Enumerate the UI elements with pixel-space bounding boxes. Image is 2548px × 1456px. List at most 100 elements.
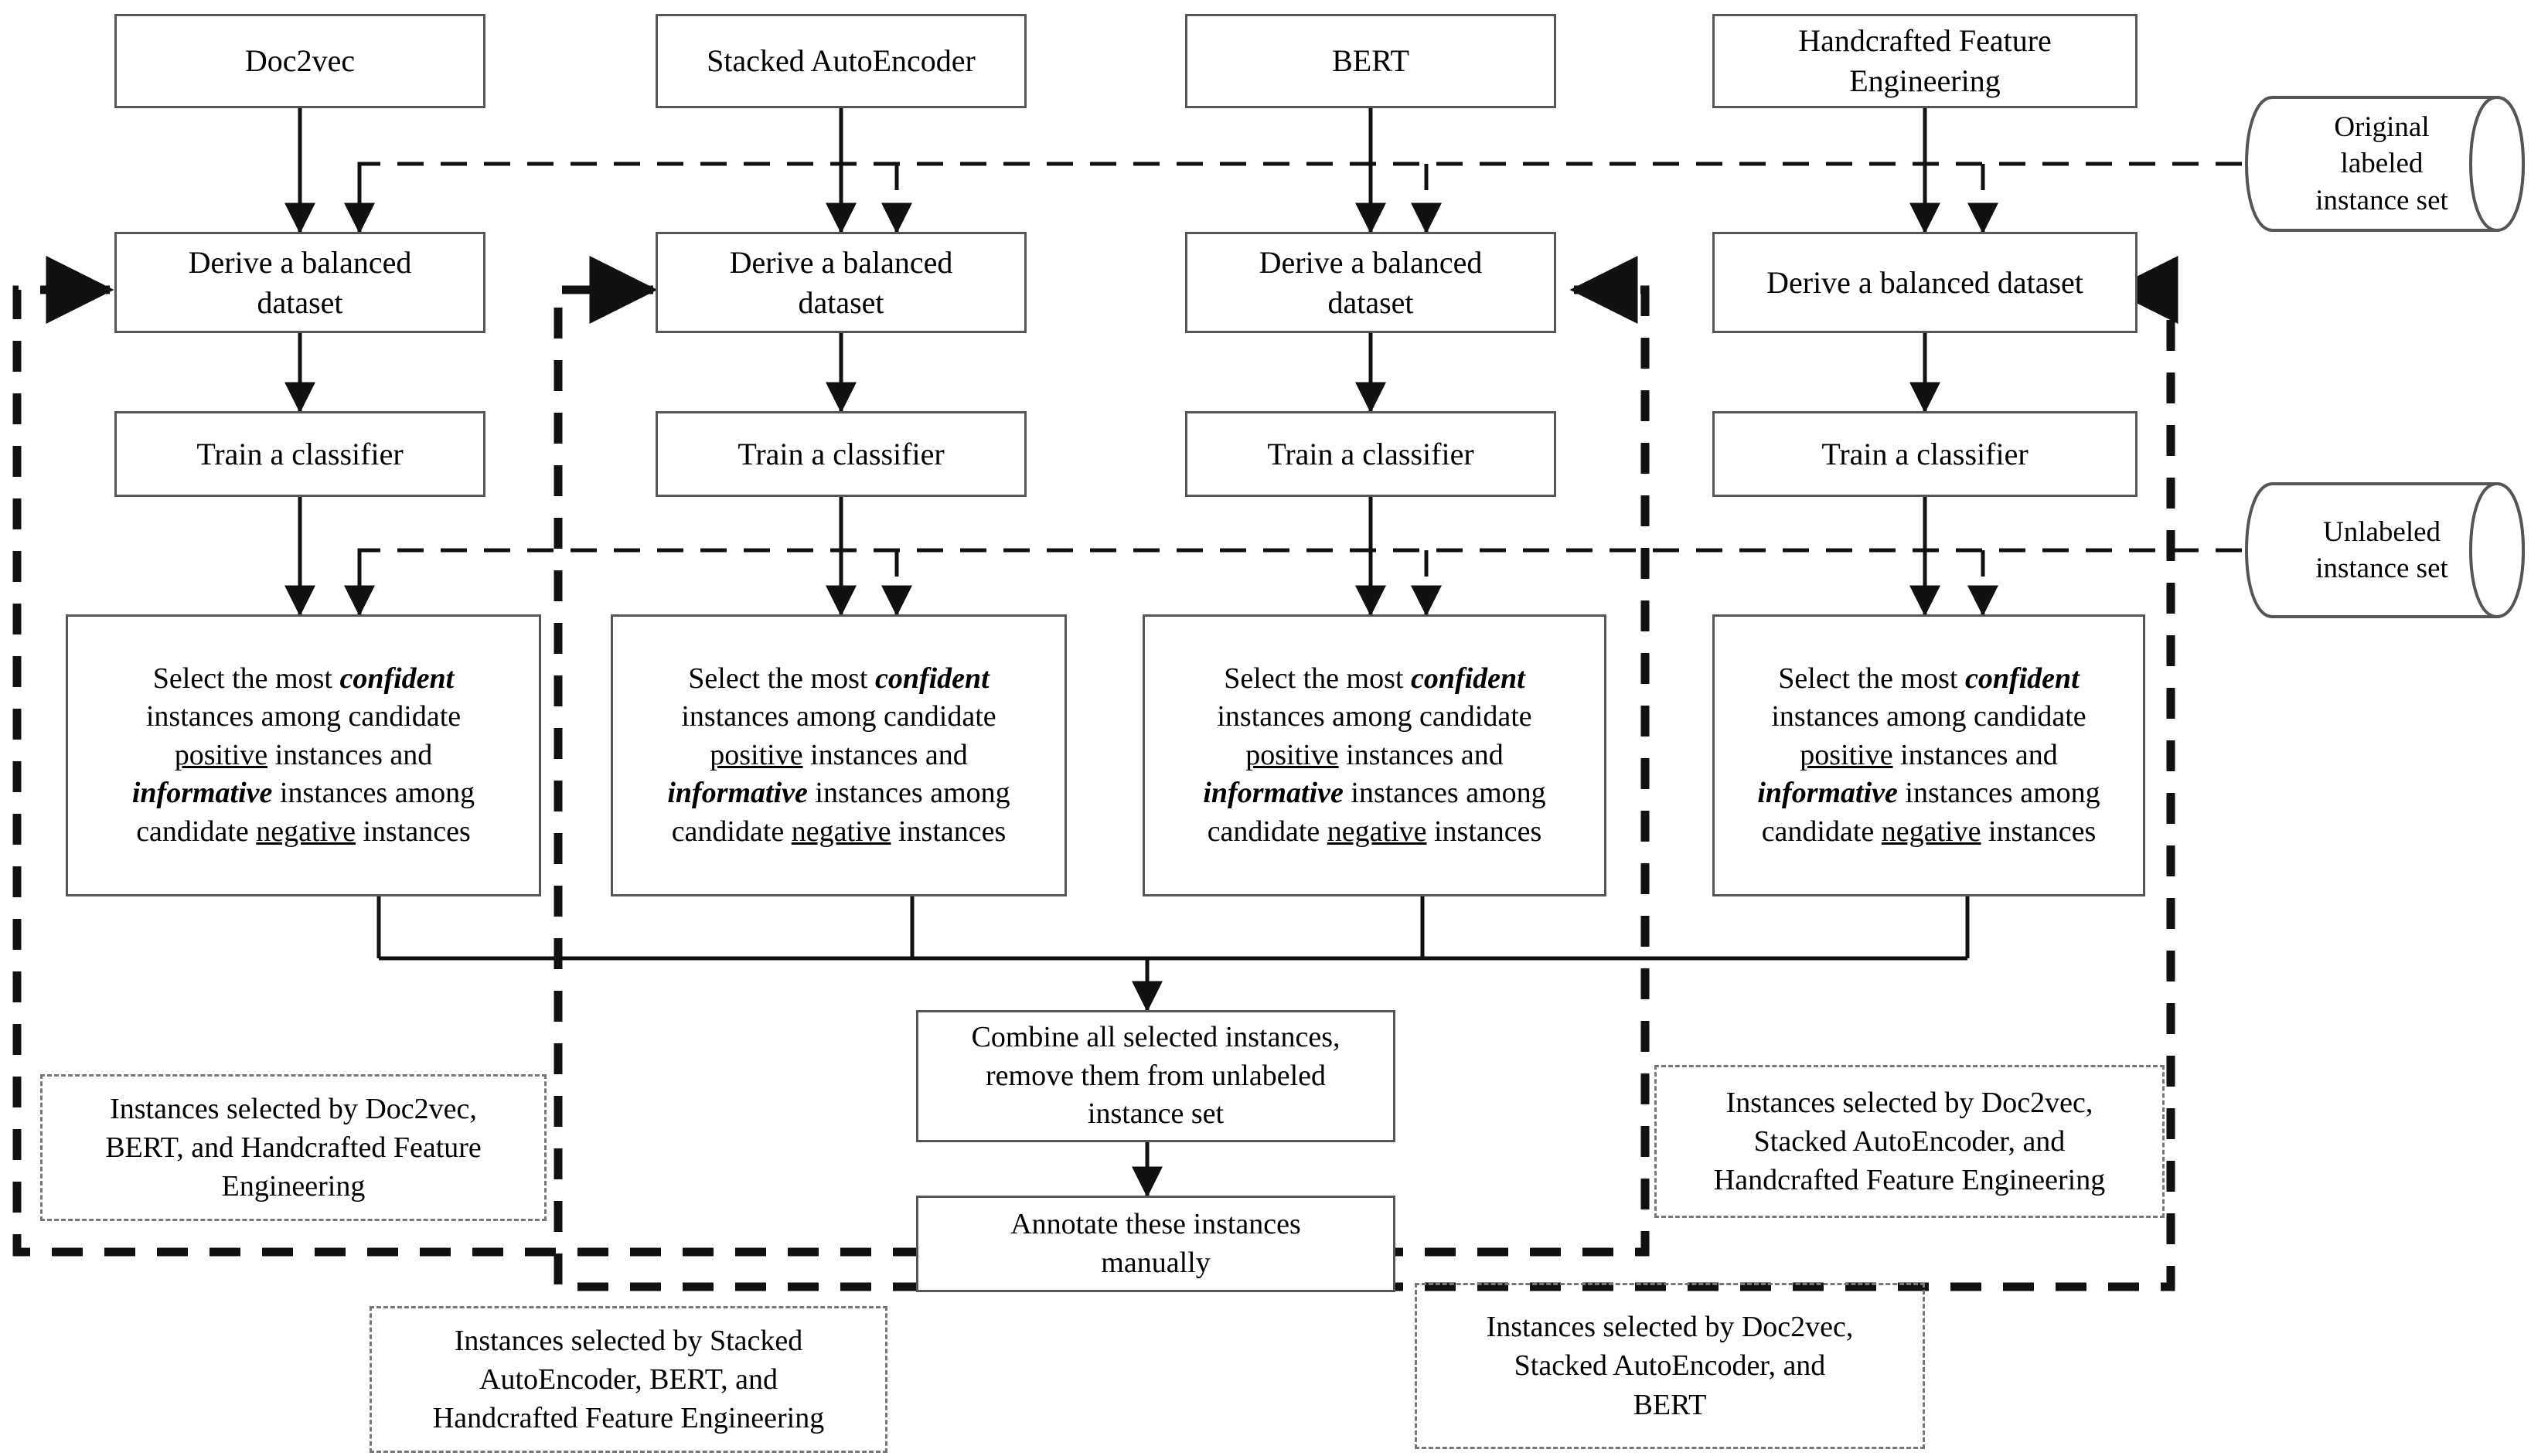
select-l5c: instances xyxy=(891,815,1007,848)
select-l5c: instances xyxy=(1981,815,2097,848)
select-confident-emphasis: confident xyxy=(1410,662,1525,696)
select-l5c: instances xyxy=(356,815,471,848)
select-negative-underline: negative xyxy=(1327,815,1427,848)
view-box-bert-label: BERT xyxy=(1332,43,1409,78)
derive-label-line2: dataset xyxy=(257,284,343,320)
select-l1a: Select the most xyxy=(688,662,875,696)
select-instances-stacked-autoencoder[interactable]: Select the most confident instances amon… xyxy=(611,614,1067,896)
caption-right-line3: Handcrafted Feature Engineering xyxy=(1713,1164,2106,1197)
select-l4b: instances among xyxy=(1343,777,1546,810)
select-l3b: instances and xyxy=(1892,738,2058,771)
select-instances-handcrafted[interactable]: Select the most confident instances amon… xyxy=(1712,614,2145,896)
derive-label-line1: Derive a balanced xyxy=(1259,244,1483,280)
derive-balanced-dataset-doc2vec[interactable]: Derive a balanced dataset xyxy=(114,232,485,333)
derive-label-line2: dataset xyxy=(1327,284,1414,320)
select-l5a: candidate xyxy=(671,815,792,848)
datastore-original-labeled-instance-set[interactable]: Original labeled instance set xyxy=(2242,94,2528,233)
select-negative-underline: negative xyxy=(791,815,891,848)
train-classifier-handcrafted[interactable]: Train a classifier xyxy=(1712,411,2138,497)
cylinder-shape-original xyxy=(2244,95,2526,233)
caption-left-line2: BERT, and Handcrafted Feature xyxy=(105,1131,482,1164)
select-negative-underline: negative xyxy=(256,815,356,848)
select-positive-underline: positive xyxy=(710,738,803,771)
train-classifier-stacked-autoencoder[interactable]: Train a classifier xyxy=(656,411,1027,497)
select-instances-bert[interactable]: Select the most confident instances amon… xyxy=(1143,614,1606,896)
derive-balanced-dataset-handcrafted[interactable]: Derive a balanced dataset xyxy=(1712,232,2138,333)
select-l3b: instances and xyxy=(1338,738,1504,771)
select-l1a: Select the most xyxy=(1224,662,1411,696)
select-positive-underline: positive xyxy=(174,738,268,771)
select-l2: instances among candidate xyxy=(1217,700,1532,733)
select-l3b: instances and xyxy=(802,738,968,771)
datastore-original-line3: instance set xyxy=(2315,184,2448,216)
caption-right-line1: Instances selected by Doc2vec, xyxy=(1725,1086,2093,1119)
select-negative-underline: negative xyxy=(1881,815,1981,848)
derive-label-line1: Derive a balanced xyxy=(729,244,953,280)
view-box-doc2vec[interactable]: Doc2vec xyxy=(114,14,485,108)
select-informative-emphasis: informative xyxy=(1757,777,1898,810)
annotate-line1: Annotate these instances xyxy=(1010,1208,1301,1241)
caption-right-line2: Stacked AutoEncoder, and xyxy=(1753,1124,2066,1158)
select-confident-emphasis: confident xyxy=(874,662,990,696)
caption-bottom-left-line3: Handcrafted Feature Engineering xyxy=(432,1402,825,1435)
caption-bottom-right-line2: Stacked AutoEncoder, and xyxy=(1514,1349,1826,1383)
select-informative-emphasis: informative xyxy=(131,777,273,810)
datastore-original-label: Original labeled instance set xyxy=(2242,94,2528,233)
select-l1a: Select the most xyxy=(1778,662,1965,696)
train-label: Train a classifier xyxy=(1267,436,1474,471)
train-label: Train a classifier xyxy=(1821,436,2029,471)
combine-selected-instances-box[interactable]: Combine all selected instances, remove t… xyxy=(916,1010,1395,1142)
caption-box-bottom-left-sae-bert-hfe: Instances selected by Stacked AutoEncode… xyxy=(370,1306,887,1453)
train-label: Train a classifier xyxy=(737,436,945,471)
derive-label-line2: dataset xyxy=(798,284,884,320)
select-positive-underline: positive xyxy=(1245,738,1339,771)
select-l4b: instances among xyxy=(272,777,475,810)
caption-bottom-right-line1: Instances selected by Doc2vec, xyxy=(1486,1311,1854,1344)
select-l2: instances among candidate xyxy=(145,700,462,733)
select-positive-underline: positive xyxy=(1800,738,1893,771)
caption-left-line1: Instances selected by Doc2vec, xyxy=(110,1092,477,1125)
caption-left-line3: Engineering xyxy=(221,1170,366,1203)
derive-balanced-dataset-bert[interactable]: Derive a balanced dataset xyxy=(1185,232,1556,333)
train-classifier-doc2vec[interactable]: Train a classifier xyxy=(114,411,485,497)
select-l2: instances among candidate xyxy=(681,700,996,733)
caption-bottom-left-line1: Instances selected by Stacked xyxy=(454,1324,803,1357)
derive-label-line1: Derive a balanced xyxy=(188,244,412,280)
datastore-unlabeled-label: Unlabeled instance set xyxy=(2242,481,2528,620)
derive-label-single: Derive a balanced dataset xyxy=(1766,264,2083,300)
caption-box-left-doc2vec-bert-hfe: Instances selected by Doc2vec, BERT, and… xyxy=(40,1074,547,1221)
view-box-hfe-label-line2: Engineering xyxy=(1849,63,2001,98)
datastore-original-line1: Original xyxy=(2334,111,2430,143)
view-box-handcrafted-feature-engineering[interactable]: Handcrafted Feature Engineering xyxy=(1712,14,2138,108)
select-l1a: Select the most xyxy=(152,662,340,696)
annotate-instances-manually-box[interactable]: Annotate these instances manually xyxy=(916,1196,1395,1292)
select-l3b: instances and xyxy=(267,738,433,771)
combine-line2: remove them from unlabeled xyxy=(985,1059,1326,1092)
datastore-unlabeled-instance-set[interactable]: Unlabeled instance set xyxy=(2242,481,2528,620)
view-box-bert[interactable]: BERT xyxy=(1185,14,1556,108)
cylinder-shape-unlabeled xyxy=(2244,481,2526,619)
select-informative-emphasis: informative xyxy=(1203,777,1344,810)
caption-bottom-right-line3: BERT xyxy=(1633,1388,1707,1421)
view-box-stacked-autoencoder[interactable]: Stacked AutoEncoder xyxy=(656,14,1027,108)
select-l4b: instances among xyxy=(807,777,1010,810)
caption-bottom-left-line2: AutoEncoder, BERT, and xyxy=(479,1362,778,1396)
select-l5a: candidate xyxy=(1761,815,1882,848)
select-l5c: instances xyxy=(1426,815,1542,848)
derive-balanced-dataset-stacked-autoencoder[interactable]: Derive a balanced dataset xyxy=(656,232,1027,333)
view-box-hfe-label-line1: Handcrafted Feature xyxy=(1798,23,2052,58)
combine-line1: Combine all selected instances, xyxy=(971,1021,1340,1054)
train-label: Train a classifier xyxy=(196,436,404,471)
select-confident-emphasis: confident xyxy=(1964,662,2080,696)
select-confident-emphasis: confident xyxy=(339,662,455,696)
train-classifier-bert[interactable]: Train a classifier xyxy=(1185,411,1556,497)
datastore-unlabeled-line1: Unlabeled xyxy=(2322,515,2441,548)
annotate-line2: manually xyxy=(1101,1246,1211,1279)
select-instances-doc2vec[interactable]: Select the most confident instances amon… xyxy=(66,614,541,896)
select-informative-emphasis: informative xyxy=(667,777,808,810)
select-l5a: candidate xyxy=(136,815,257,848)
view-box-stacked-autoencoder-label: Stacked AutoEncoder xyxy=(707,43,976,78)
combine-line3: instance set xyxy=(1087,1097,1225,1131)
datastore-original-line2: labeled xyxy=(2340,148,2424,180)
